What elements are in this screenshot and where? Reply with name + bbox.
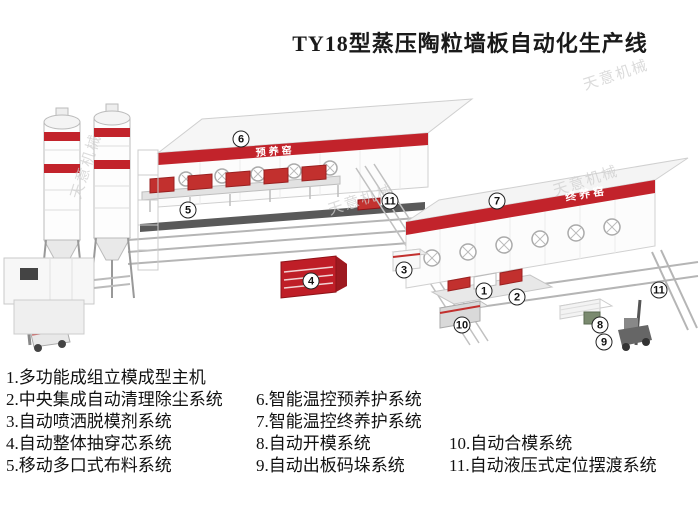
legend-item-6: 6.智能温控预养护系统 bbox=[256, 390, 422, 409]
legend-column-3: 10.自动合模系统 11.自动液压式定位摆渡系统 bbox=[449, 433, 657, 477]
transfer-cart bbox=[357, 197, 381, 211]
legend-item-7: 7.智能温控终养护系统 bbox=[256, 412, 422, 431]
callout-9: 9 bbox=[595, 333, 613, 351]
page-title: TY18型蒸压陶粒墙板自动化生产线 bbox=[292, 31, 648, 56]
callout-5: 5 bbox=[179, 201, 197, 219]
callout-2: 2 bbox=[508, 288, 526, 306]
walkway-conveyor bbox=[140, 197, 425, 232]
legend-item-3: 3.自动喷洒脱模剂系统 bbox=[6, 412, 172, 431]
callout-11a: 11 bbox=[381, 192, 399, 210]
building2-fans bbox=[423, 218, 621, 267]
building1-banner bbox=[158, 133, 428, 165]
forklift-right bbox=[618, 299, 652, 351]
legend-item-2: 2.中央集成自动清理除尘系统 bbox=[6, 390, 223, 409]
callout-10: 10 bbox=[453, 316, 471, 334]
callout-3: 3 bbox=[395, 261, 413, 279]
legend-item-10: 10.自动合模系统 bbox=[449, 434, 573, 453]
legend-item-9: 9.自动出板码垛系统 bbox=[256, 456, 405, 475]
legend-item-4: 4.自动整体抽穿芯系统 bbox=[6, 434, 172, 453]
building2-banner bbox=[406, 180, 655, 235]
building-final-curing: 终养窑 bbox=[405, 157, 689, 289]
legend-column-1: 1.多功能成组立模成型主机 2.中央集成自动清理除尘系统 3.自动喷洒脱模剂系统… bbox=[6, 367, 223, 477]
watermark-text: 天意机械 bbox=[581, 56, 651, 94]
cement-silos bbox=[39, 103, 159, 301]
building1-label: 预养窑 bbox=[255, 143, 295, 159]
legend-item-5: 5.移动多口式布料系统 bbox=[6, 456, 172, 475]
legend-column-2: 6.智能温控预养护系统 7.智能温控终养护系统 8.自动开模系统 9.自动出板码… bbox=[256, 389, 422, 477]
mould-rack bbox=[141, 164, 341, 212]
callout-8: 8 bbox=[591, 316, 609, 334]
callout-6: 6 bbox=[232, 130, 250, 148]
callout-4: 4 bbox=[302, 272, 320, 290]
silo-left bbox=[39, 107, 85, 301]
legend-item-8: 8.自动开模系统 bbox=[256, 434, 371, 453]
legend-item-11: 11.自动液压式定位摆渡系统 bbox=[449, 456, 657, 475]
forming-host-machines bbox=[3, 257, 131, 335]
service-tower bbox=[137, 149, 159, 271]
callout-11b: 11 bbox=[650, 281, 668, 299]
silo-right bbox=[89, 103, 135, 299]
callout-1: 1 bbox=[475, 282, 493, 300]
longitudinal-rails bbox=[127, 216, 437, 265]
legend-item-1: 1.多功能成组立模成型主机 bbox=[6, 368, 206, 387]
callout-7: 7 bbox=[488, 192, 506, 210]
